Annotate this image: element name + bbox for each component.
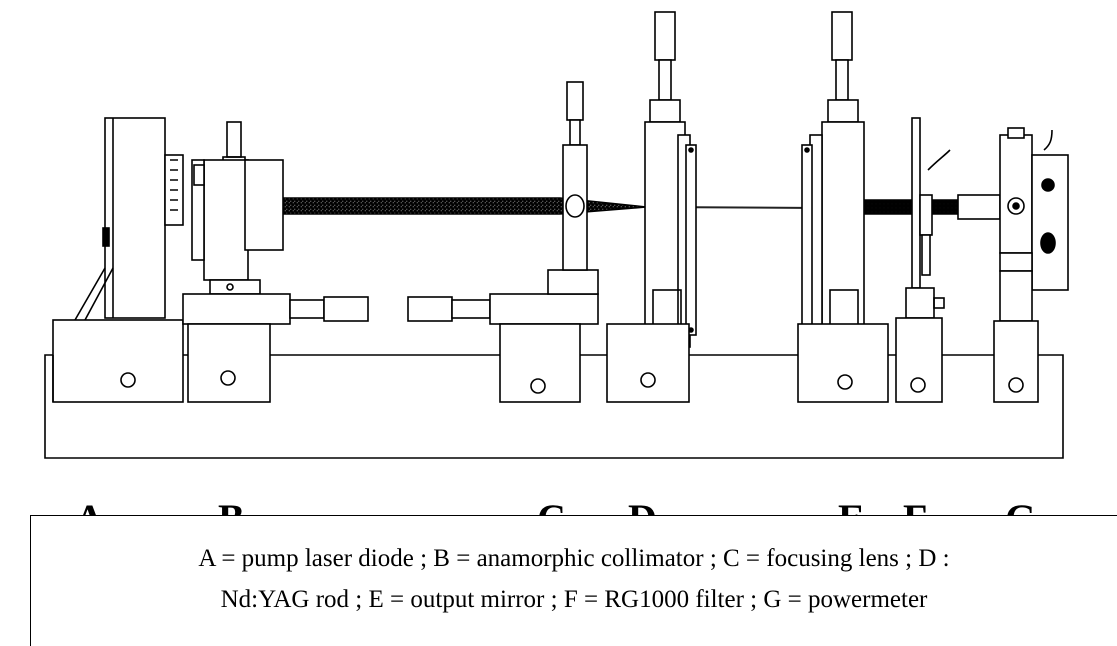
laser-beam (281, 197, 1006, 215)
focusing-lens (407, 81, 599, 403)
caption-line-1: A = pump laser diode ; B = anamorphic co… (198, 545, 950, 572)
output-mirror-mount (797, 11, 889, 403)
caption-box: A = pump laser diode ; B = anamorphic co… (30, 515, 1117, 646)
caption-line-2: Nd:YAG rod ; E = output mirror ; F = RG1… (220, 586, 928, 613)
nd-yag-rod-mount (606, 11, 697, 403)
anamorphic-collimator (182, 121, 369, 403)
rg1000-filter (895, 117, 951, 403)
pump-laser-diode (52, 117, 184, 403)
powermeter (957, 127, 1069, 403)
figure-caption: A = pump laser diode ; B = anamorphic co… (31, 538, 1117, 620)
